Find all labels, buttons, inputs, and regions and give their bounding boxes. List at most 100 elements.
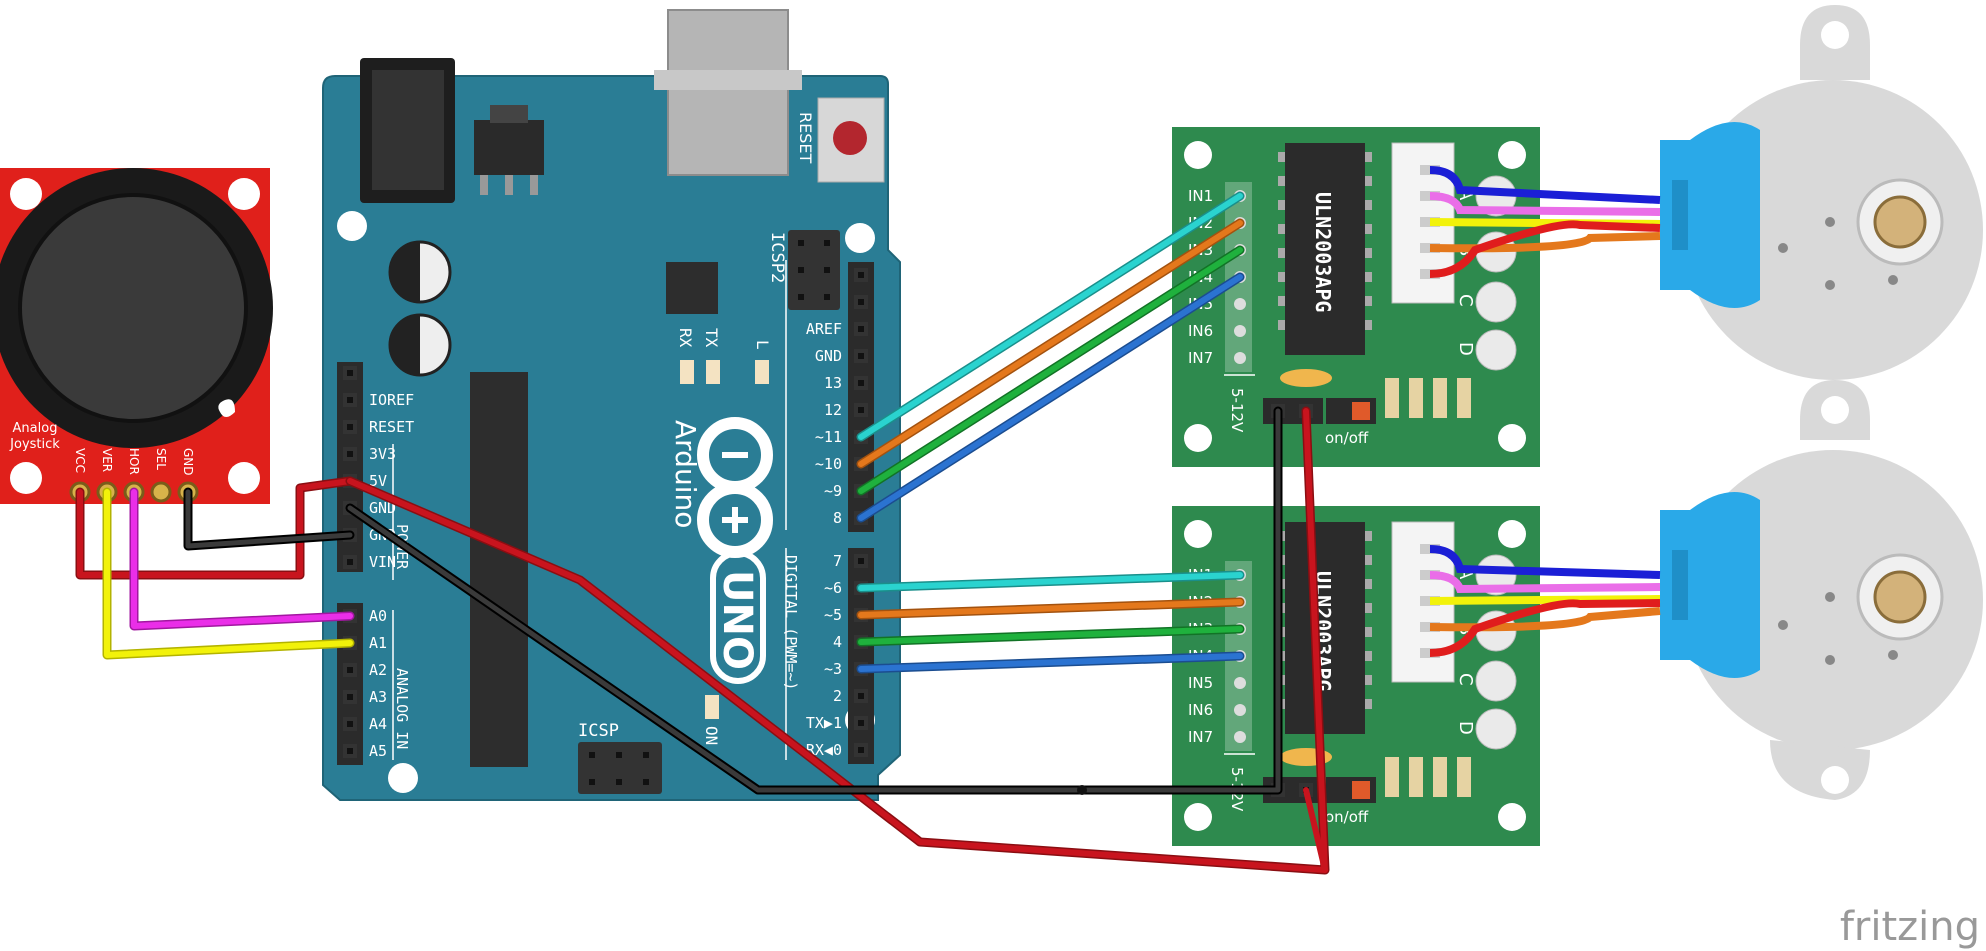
stepper-motor-1 xyxy=(1660,5,1983,380)
driver-board-1: IN1 IN2 IN3 IN4 IN5 IN6 IN7 5-12V ULN200… xyxy=(1172,127,1540,467)
pin-label-aref: AREF xyxy=(806,320,842,338)
mount-hole xyxy=(1184,803,1212,831)
pin-label-a4: A4 xyxy=(369,715,387,733)
pin-label-reset: RESET xyxy=(369,418,414,436)
mount-hole xyxy=(845,223,875,253)
input-label-in5: IN5 xyxy=(1188,674,1213,692)
led-c xyxy=(1475,281,1517,323)
on-led xyxy=(705,695,719,719)
pin-label-11: ~11 xyxy=(815,428,842,446)
mount-hole xyxy=(388,763,418,793)
joystick-knob[interactable] xyxy=(18,193,248,423)
input-label-in1: IN1 xyxy=(1188,187,1213,205)
motor-wires-1 xyxy=(1429,166,1661,278)
led-d xyxy=(1475,329,1517,371)
pin-label-3v3: 3V3 xyxy=(369,445,396,463)
mount-hole xyxy=(1184,424,1212,452)
resistor-array xyxy=(1385,378,1471,418)
motor-wires-2 xyxy=(1429,545,1661,657)
input-label-in6: IN6 xyxy=(1188,701,1213,719)
mount-hole xyxy=(228,462,260,494)
pin-label-12: 12 xyxy=(824,401,842,419)
pin-label-a5: A5 xyxy=(369,742,387,760)
l-led xyxy=(755,360,769,384)
motor-cap xyxy=(1660,492,1760,678)
brand-label: Arduino xyxy=(669,420,702,528)
uln2003-chip xyxy=(1278,143,1372,355)
pin-label-8: 8 xyxy=(833,509,842,527)
pin-label-a2: A2 xyxy=(369,661,387,679)
mount-hole xyxy=(228,178,260,210)
pin-label-a0: A0 xyxy=(369,607,387,625)
mount-hole xyxy=(1498,424,1526,452)
rx-led xyxy=(680,360,694,384)
led-label-d: D xyxy=(1455,721,1476,735)
digital-pin-labels-top: AREF GND 13 12 ~11 ~10 ~9 8 xyxy=(806,320,842,527)
pin-label-gnd: GND xyxy=(369,499,396,517)
on-label: ON xyxy=(702,726,721,745)
mount-hole xyxy=(337,211,367,241)
usb-connector xyxy=(667,9,789,176)
pin-label-ioref: IOREF xyxy=(369,391,414,409)
fritzing-brand: fritzing xyxy=(1840,904,1980,950)
mount-hole xyxy=(1184,141,1212,169)
icsp-header xyxy=(578,742,662,794)
pin-label-9: ~9 xyxy=(824,482,842,500)
resistor-array xyxy=(1385,757,1471,797)
switch-label: on/off xyxy=(1325,808,1369,826)
led-d xyxy=(1475,708,1517,750)
input-label-in7: IN7 xyxy=(1188,728,1213,746)
mount-hole xyxy=(10,462,42,494)
pin-label-10: ~10 xyxy=(815,455,842,473)
analog-pin-labels: A0 A1 A2 A3 A4 A5 xyxy=(369,607,387,760)
motor-cap xyxy=(1660,122,1760,308)
pin-label-2: 2 xyxy=(833,687,842,705)
joystick-label-2: Joystick xyxy=(9,437,60,452)
pin-label-vcc: VCC xyxy=(73,448,87,473)
usb-chip xyxy=(666,262,718,314)
pin-label-5v: 5V xyxy=(369,472,387,490)
switch-label: on/off xyxy=(1325,429,1369,447)
capacitor xyxy=(388,313,452,377)
digital-pin-labels-bottom: 7 ~6 ~5 4 ~3 2 TX▶1 RX◀0 xyxy=(806,552,842,759)
led-label-c: C xyxy=(1455,673,1476,686)
tx-label: TX xyxy=(702,328,721,348)
reset-label: RESET xyxy=(796,112,815,163)
motor-shaft xyxy=(1873,570,1927,624)
voltage-regulator xyxy=(474,120,544,175)
tx-led xyxy=(706,360,720,384)
pin-label-7: 7 xyxy=(833,552,842,570)
atmega-chip xyxy=(470,372,528,767)
pin-label-a1: A1 xyxy=(369,634,387,652)
led-c xyxy=(1475,660,1517,702)
power-header xyxy=(1263,398,1323,424)
joystick-module: Analog Joystick VCC VER HOR SEL GND xyxy=(0,168,273,504)
led-label-d: D xyxy=(1455,342,1476,356)
model-label: UNO xyxy=(714,570,760,670)
pin-label-gnd-digital: GND xyxy=(815,347,842,365)
pin-label-hor: HOR xyxy=(127,448,141,475)
pin-label-1: TX▶1 xyxy=(806,714,842,732)
capacitor xyxy=(1280,369,1332,387)
flame-logo-icon xyxy=(218,399,235,417)
pin-label-13: 13 xyxy=(824,374,842,392)
stepper-motor-2 xyxy=(1660,380,1983,800)
led-label-c: C xyxy=(1455,294,1476,307)
input-label-in6: IN6 xyxy=(1188,322,1213,340)
motor-shaft xyxy=(1873,195,1927,249)
mount-hole xyxy=(1498,520,1526,548)
joystick-label-1: Analog xyxy=(13,421,58,436)
rx-label: RX xyxy=(676,328,695,348)
arduino-uno-board: RESET ICSP2 ICSP RX TX L ON xyxy=(322,9,901,801)
icsp-label: ICSP xyxy=(578,721,619,741)
pin-label-5: ~5 xyxy=(824,606,842,624)
voltage-label: 5-12V xyxy=(1228,388,1246,433)
icsp2-header xyxy=(788,230,840,310)
analog-in-label: ANALOG IN xyxy=(393,668,411,749)
analog-header xyxy=(337,603,363,765)
uno-badge xyxy=(710,550,766,684)
driver-board-2: IN1 IN2 IN3 IN4 IN5 IN6 IN7 5-12V ULN200… xyxy=(1172,506,1540,846)
reset-button-cap[interactable] xyxy=(833,121,867,155)
pin-label-vin: VIN xyxy=(369,553,396,571)
